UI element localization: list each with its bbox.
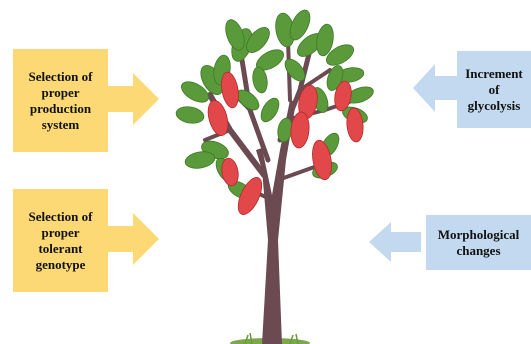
- arrow-left-icon: [413, 64, 459, 112]
- cocoa-pod-icon: [237, 177, 263, 215]
- arrow-right-icon: [107, 73, 159, 125]
- cocoa-pod-icon: [334, 80, 352, 112]
- cocoa-pod-icon: [346, 107, 364, 143]
- tree-trunk: [256, 100, 296, 344]
- grass: [244, 332, 299, 344]
- left-box-tolerant-genotype: Selection of proper tolerant genotype: [13, 189, 108, 292]
- arrow-right-icon: [107, 213, 159, 265]
- left-box-production-system: Selection of proper production system: [13, 49, 108, 152]
- cocoa-pods: [207, 71, 364, 215]
- cocoa-pod-icon: [207, 100, 229, 136]
- cocoa-pod-icon: [312, 139, 332, 181]
- right-box-glycolysis: Increment of glycolysis: [457, 51, 531, 128]
- cocoa-pod-icon: [221, 157, 239, 187]
- tree-illustration: [175, 9, 374, 344]
- right-box-morphological: Morphological changes: [426, 215, 531, 270]
- cocoa-pod-icon: [290, 111, 310, 149]
- arrow-left-icon: [369, 222, 421, 262]
- cocoa-pod-icon: [221, 71, 239, 109]
